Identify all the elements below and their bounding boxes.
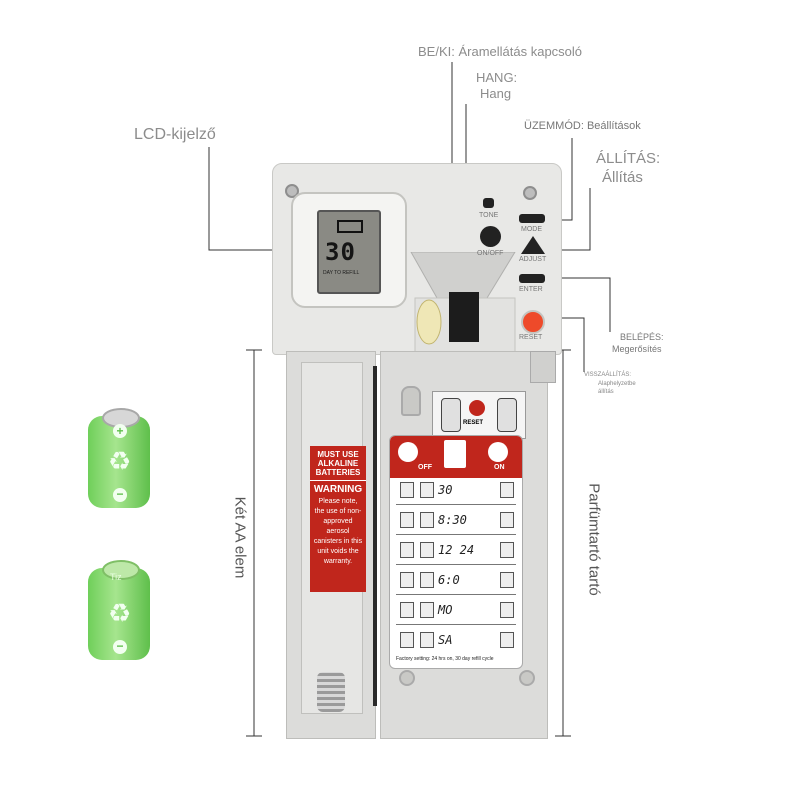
battery-label: Tiz: [110, 572, 122, 582]
tone-key-label: TONE: [479, 212, 499, 219]
plus-icon: +: [113, 424, 127, 438]
reset-callout-desc1: Alaphelyzetbe: [598, 381, 636, 387]
mode-callout: ÜZEMMÓD: Beállítások: [524, 120, 641, 132]
instruction-sticker: OFF ON 30 8:30 12 24 6:0 MO SA Factory s…: [389, 435, 523, 669]
mode-key[interactable]: [519, 214, 545, 223]
sticker-row: MO: [396, 600, 516, 625]
on-off-label: ON/OFF: [477, 250, 504, 257]
enter-callout-title: BELÉPÉS:: [620, 332, 664, 342]
reset-key-label: RESET: [519, 334, 543, 341]
sticker-reset-text: RESET: [463, 420, 484, 426]
battery-spring: [317, 672, 345, 712]
warning-text: Please note, the use of non-approved aer…: [313, 498, 363, 565]
sticker-row: 8:30: [396, 510, 516, 535]
lcd-screen: 30 DAY TO REFILL: [317, 210, 381, 294]
warning-title: WARNING: [313, 484, 363, 495]
keyhole-icon: [401, 386, 421, 416]
sticker-footer: Factory setting: 24 hrs on, 30 day refil…: [396, 656, 494, 662]
aa-battery: Tiz ♻ −: [88, 560, 150, 660]
enter-key-label: ENTER: [519, 286, 543, 293]
sticker-off-label: OFF: [418, 464, 432, 471]
sound-callout-title: HANG:: [476, 70, 518, 85]
hand-on-icon: [488, 442, 508, 462]
adjust-callout-title: ÁLLÍTÁS:: [596, 150, 661, 167]
canister-icon: [497, 398, 517, 432]
warning-label: MUST USE ALKALINE BATTERIES WARNING Plea…: [310, 446, 366, 592]
minus-icon: −: [113, 488, 127, 502]
lcd-caption: DAY TO REFILL: [323, 270, 360, 276]
battery-level-icon: [337, 220, 363, 233]
sticker-row: 30: [396, 480, 516, 505]
battery-wire: [373, 366, 377, 706]
adjust-key[interactable]: [521, 236, 545, 254]
enter-callout-desc: Megerősítés: [612, 344, 662, 354]
reset-button[interactable]: [521, 310, 545, 334]
control-head: 30 DAY TO REFILL TONE ON/OFF MODE ADJUST…: [272, 163, 562, 356]
lcd-value: 30: [325, 238, 356, 266]
canister-icon: [441, 398, 461, 432]
aa-battery: + ♻ −: [88, 408, 150, 508]
minus-icon: −: [113, 640, 127, 654]
lcd-leader: [208, 147, 296, 251]
side-clip: [530, 351, 556, 383]
reset-callout-desc2: állítás: [598, 389, 614, 395]
mode-key-label: MODE: [521, 226, 542, 233]
reset-callout-title: VISSZAÁLLÍTÁS:: [584, 372, 632, 378]
sticker-row: 12 24: [396, 540, 516, 565]
sound-callout-desc: Hang: [480, 86, 512, 101]
nozzle-housing: [410, 252, 516, 356]
keyhole-icon: [399, 670, 415, 686]
lcd-display-frame: 30 DAY TO REFILL: [291, 192, 407, 308]
air-freshener-dispenser: 30 DAY TO REFILL TONE ON/OFF MODE ADJUST…: [272, 163, 562, 739]
warning-must-use: MUST USE ALKALINE BATTERIES: [310, 446, 366, 481]
tone-key[interactable]: [483, 198, 494, 208]
enter-leader: [548, 277, 611, 332]
enter-key[interactable]: [519, 274, 545, 283]
sticker-on-label: ON: [494, 464, 505, 471]
battery-pair-icon: [444, 440, 466, 468]
lcd-callout: LCD-kijelző: [134, 126, 216, 143]
sticker-header: OFF ON: [390, 436, 522, 478]
screw-icon: [523, 186, 537, 200]
sticker-row: SA: [396, 630, 516, 654]
keyhole-icon: [519, 670, 535, 686]
finger-icon: [469, 400, 485, 416]
power-switch-callout: BE/KI: Áramellátás kapcsoló: [418, 44, 583, 59]
recycle-icon: ♻: [108, 446, 132, 476]
canister-picture-sticker: RESET: [432, 391, 526, 439]
sticker-row: 6:0: [396, 570, 516, 595]
on-off-button[interactable]: [480, 226, 501, 247]
battery-terminal: [102, 560, 140, 580]
recycle-icon: ♻: [108, 598, 132, 628]
adjust-callout-desc: Állítás: [602, 169, 643, 186]
hand-off-icon: [398, 442, 418, 462]
adjust-key-label: ADJUST: [519, 256, 547, 263]
